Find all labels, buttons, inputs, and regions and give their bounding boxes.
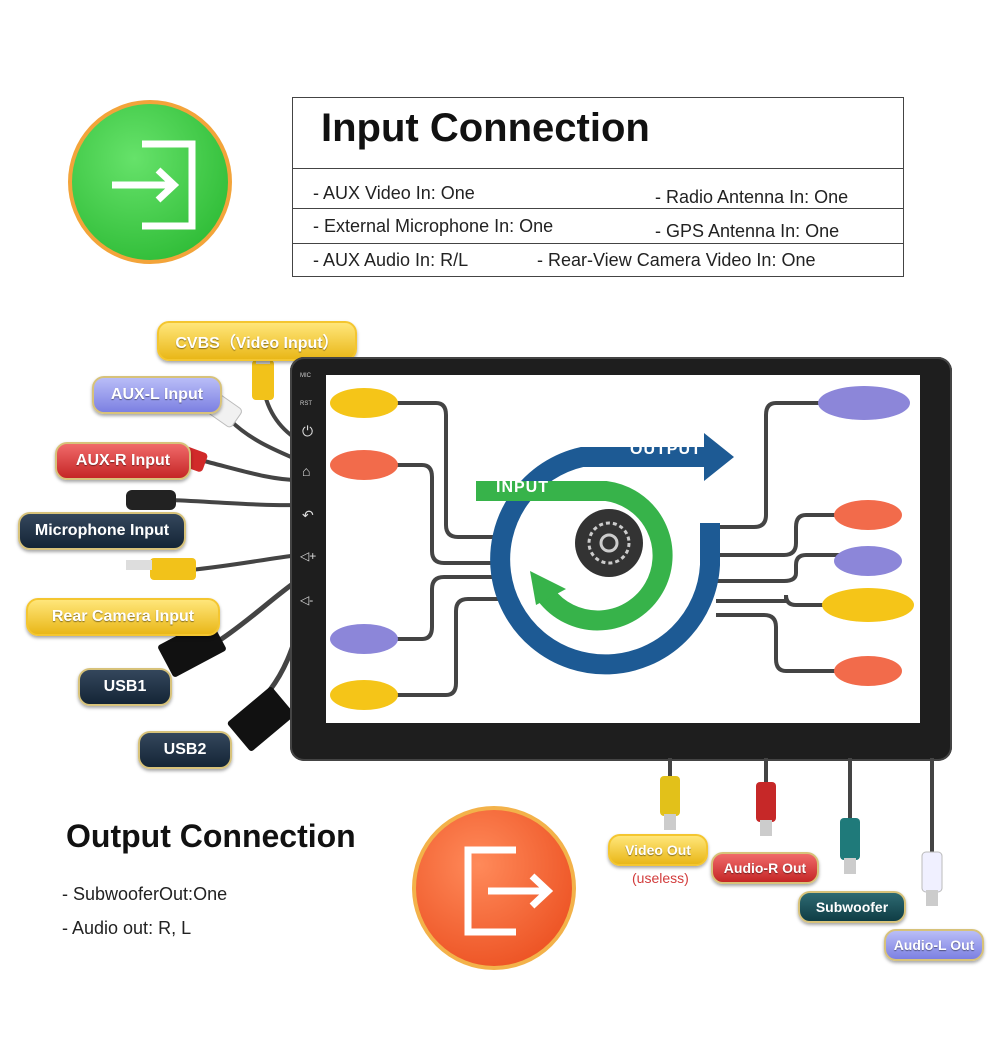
output-item: - Audio out: R, L [62, 918, 192, 938]
input-connection-title: Input Connection [321, 106, 650, 150]
microphone-input-label: Microphone Input [18, 512, 186, 550]
video-out-note: (useless) [632, 870, 689, 886]
cvbs-video-input-label: CVBS（Video Input） [157, 321, 357, 361]
output-cables [660, 758, 943, 906]
divider [293, 243, 903, 244]
aux-r-input-label: AUX-R Input [55, 442, 191, 480]
video-out-label: Video Out [608, 834, 708, 866]
audio-l-out-label: Audio-L Out [884, 929, 984, 961]
output-item: - SubwooferOut:One [62, 884, 228, 904]
output-arrow-label: OUTPUT [630, 441, 702, 458]
audio-r-out-label: Audio-R Out [711, 852, 819, 884]
volume-up-icon[interactable]: ◁+ [300, 549, 317, 563]
output-connection-title: Output Connection [66, 818, 356, 854]
input-arrow-label: INPUT [496, 479, 549, 496]
rear-camera-input-label: Rear Camera Input [26, 598, 220, 636]
divider [293, 208, 903, 209]
subwoofer-label: Subwoofer [798, 891, 906, 923]
input-item: - Rear-View Camera Video In: One [537, 250, 816, 270]
output-icon [412, 806, 576, 970]
screen: OUTPUT INPUT [326, 375, 920, 723]
usb1-label: USB1 [78, 668, 172, 706]
back-icon[interactable]: ↶ [302, 507, 314, 523]
power-icon[interactable]: ⏻ [302, 423, 314, 439]
input-icon [68, 100, 232, 264]
input-item: - External Microphone In: One [313, 216, 554, 236]
home-icon[interactable]: ⌂ [302, 463, 311, 479]
input-item: - GPS Antenna In: One [655, 221, 840, 241]
input-item: - Radio Antenna In: One [655, 187, 849, 207]
rst-label: RST [300, 401, 312, 407]
mic-label: MIC [300, 373, 311, 379]
aux-l-input-label: AUX-L Input [92, 376, 222, 414]
divider [293, 168, 903, 169]
usb2-label: USB2 [138, 731, 232, 769]
input-connection-table: Input Connection - AUX Video In: One - R… [292, 97, 904, 277]
input-item: - AUX Video In: One [313, 183, 475, 203]
head-unit: MIC RST ⏻ ⌂ ↶ ◁+ ◁- [290, 357, 952, 761]
volume-down-icon[interactable]: ◁- [300, 593, 314, 607]
input-item: - AUX Audio In: R/L [313, 250, 469, 270]
